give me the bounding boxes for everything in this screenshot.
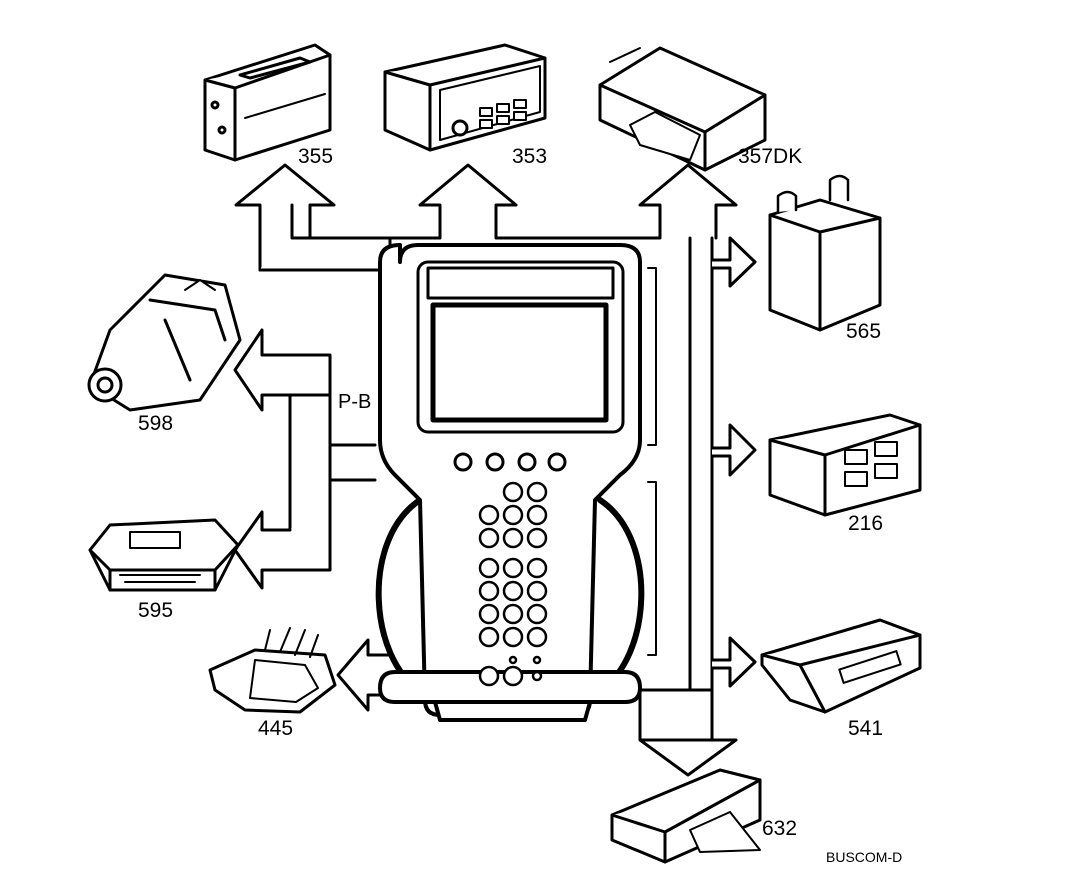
key: [478, 557, 500, 579]
upper-bus-band: [258, 163, 738, 272]
tool-label: P-B: [338, 391, 371, 413]
labels: P-B 355 353 357DK 565 598 216 595 445 54…: [138, 145, 902, 865]
key: [502, 527, 524, 549]
module-565-drawing: [768, 174, 882, 332]
key: [526, 580, 548, 602]
label-357dk: 357DK: [738, 145, 802, 168]
tool-screen-top: [426, 266, 615, 300]
key: [526, 557, 548, 579]
key: [478, 665, 500, 687]
key: [508, 655, 518, 665]
key: [502, 626, 524, 648]
tech2-scan-tool: [375, 243, 657, 722]
softkey-4: [547, 452, 567, 472]
key: [478, 626, 500, 648]
module-595-drawing: [88, 518, 240, 592]
tool-base: [433, 700, 592, 722]
tool-screen: [430, 302, 609, 423]
module-598-drawing: [87, 273, 242, 412]
key: [526, 504, 548, 526]
key: [526, 626, 548, 648]
module-353-drawing: [383, 43, 547, 152]
module-216-drawing: [768, 413, 922, 517]
label-595: 595: [138, 599, 173, 622]
key: [502, 665, 524, 687]
arrow-to-632: [638, 688, 738, 777]
left-bus-vertical: [288, 393, 377, 532]
label-445: 445: [258, 717, 293, 740]
module-445-drawing: [208, 627, 337, 714]
vertical-bus-right: [688, 236, 714, 742]
key: [526, 527, 548, 549]
key: [502, 603, 524, 625]
key: [532, 655, 542, 665]
label-355: 355: [298, 145, 333, 168]
label-565: 565: [846, 320, 881, 343]
tool-keypad: [478, 481, 548, 687]
label-216: 216: [848, 512, 883, 535]
tool-softkeys: [453, 452, 567, 472]
softkey-3: [517, 452, 537, 472]
label-598: 598: [138, 412, 173, 435]
key: [478, 504, 500, 526]
arrow-to-565: [710, 236, 757, 288]
key: [502, 580, 524, 602]
key: [478, 527, 500, 549]
module-632-drawing: [610, 768, 762, 864]
module-355-drawing: [203, 43, 332, 162]
key: [531, 670, 543, 682]
label-632: 632: [762, 817, 797, 840]
module-357dk-drawing: [598, 46, 767, 172]
arrow-to-445: [336, 638, 392, 712]
connection-arrows: [233, 163, 757, 777]
arrow-to-598: [233, 328, 377, 447]
key: [502, 481, 524, 503]
figure-code: BUSCOM-D: [826, 849, 902, 865]
softkey-1: [453, 452, 473, 472]
tool-bottom-bumper: [378, 670, 642, 704]
label-353: 353: [512, 145, 547, 168]
arrow-to-216: [710, 423, 757, 477]
key: [478, 603, 500, 625]
module-541-drawing: [760, 618, 922, 714]
key: [526, 481, 548, 503]
key: [478, 580, 500, 602]
key: [526, 603, 548, 625]
label-541: 541: [848, 717, 883, 740]
key: [502, 504, 524, 526]
arrow-to-595: [233, 478, 332, 590]
softkey-2: [485, 452, 505, 472]
key: [502, 557, 524, 579]
tool-side-bracket: [647, 267, 657, 656]
arrow-to-541: [710, 636, 757, 688]
